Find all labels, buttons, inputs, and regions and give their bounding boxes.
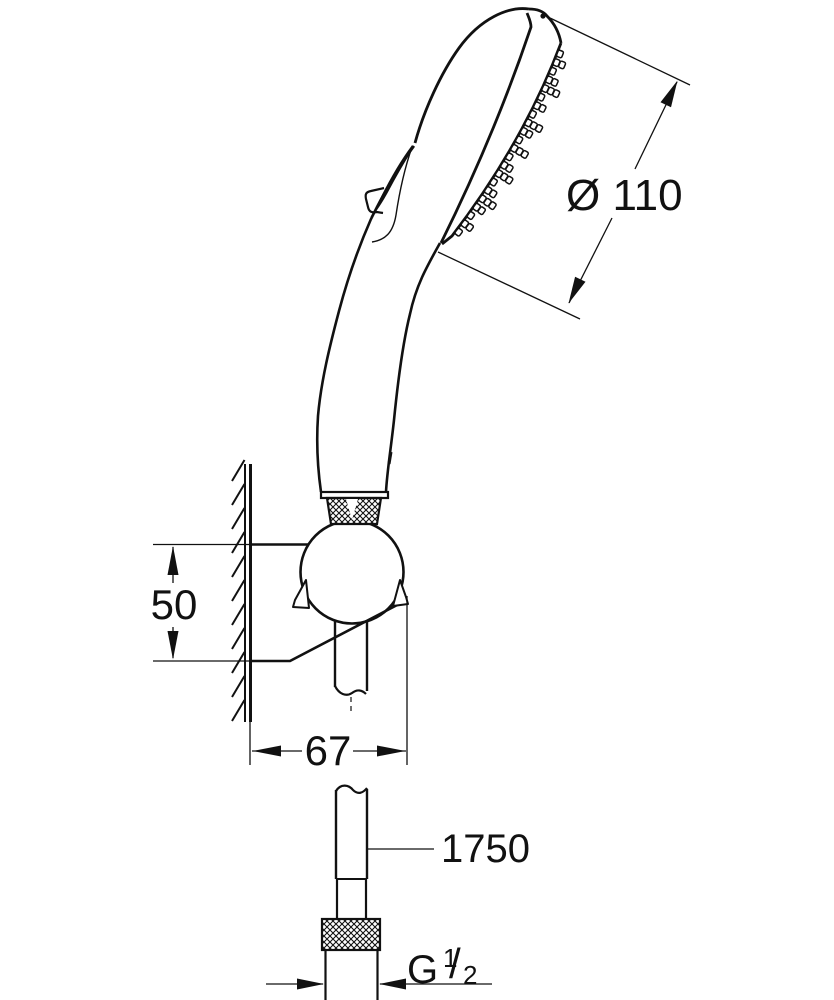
dim-head-diameter-label: Ø 110 (566, 171, 683, 220)
cone-nut-notch (346, 499, 358, 520)
hose-upper-stub (333, 620, 369, 714)
nozzle (514, 135, 524, 145)
handle-right-edge (384, 242, 442, 493)
nozzle (488, 189, 498, 199)
nozzle (550, 77, 559, 87)
nozzle (538, 103, 547, 113)
dim-hose-length-label: 1750 (441, 827, 530, 871)
nozzle (465, 222, 475, 232)
nozzle (528, 109, 538, 119)
arrowhead (297, 978, 324, 990)
nozzle (505, 163, 514, 173)
nozzle (534, 123, 544, 133)
head-back-outline (413, 7, 530, 144)
nozzle (552, 89, 561, 99)
face-plate-edge (441, 42, 563, 246)
handle (315, 145, 442, 493)
dimension-holder-height: 50 (151, 543, 251, 662)
nozzle (557, 60, 567, 70)
holder-assembly (251, 519, 409, 714)
nozzle (504, 175, 514, 185)
arrowhead (167, 631, 179, 660)
wall-section (231, 459, 252, 722)
wall-hatching (231, 459, 246, 722)
nozzle (489, 177, 499, 187)
handle-cone-nut (319, 490, 390, 526)
nozzle (505, 152, 514, 162)
head-top-reference-dot (540, 13, 546, 19)
nozzle (555, 49, 565, 59)
arrowhead (252, 745, 281, 757)
spray-mode-button (370, 145, 414, 218)
dimension-hose-length: 1750 (368, 827, 530, 871)
bracket-right-ear (392, 579, 409, 607)
ball-joint (299, 519, 405, 625)
arrowhead (379, 978, 406, 990)
dimension-holder-depth: 67 (249, 596, 408, 774)
handle-seam-tick (387, 451, 393, 465)
dimension-thread-size: G 1 / 2 (266, 940, 492, 992)
arrowhead (377, 745, 406, 757)
nozzle (524, 129, 534, 139)
nozzle (466, 211, 476, 221)
nozzle (537, 92, 546, 102)
handle-grip-contour (371, 146, 413, 243)
face-rim-line (439, 12, 533, 244)
nozzle (477, 206, 487, 216)
arrowhead (167, 546, 179, 575)
thread-g-label: G (407, 948, 438, 992)
nozzle (454, 227, 464, 237)
dim-holder-depth-label: 67 (305, 727, 352, 774)
nozzle (548, 66, 558, 76)
arrowhead (660, 80, 678, 108)
thread-denominator: 2 (463, 960, 477, 990)
thread-fraction-slash: / (449, 940, 461, 987)
nozzle (488, 201, 497, 211)
spray-face-nozzles (454, 49, 567, 237)
hose-knurled-nut (320, 917, 382, 952)
dim-holder-height-label: 50 (151, 581, 198, 628)
shower-head (413, 7, 567, 246)
bracket-left-ear (292, 579, 310, 609)
nozzle (520, 149, 530, 159)
thread-numerator: 1 (443, 943, 457, 973)
dimension-head-diameter: Ø 110 (437, 17, 691, 320)
hose-lower-run (320, 784, 382, 1000)
head-top-corner (528, 7, 563, 44)
holder-bracket (251, 543, 409, 663)
arrowhead (568, 276, 586, 304)
button-bump (364, 186, 385, 215)
